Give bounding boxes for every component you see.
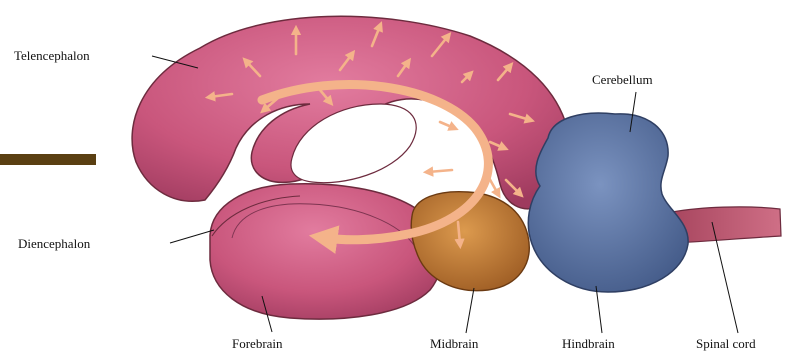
label-midbrain: Midbrain [430, 336, 479, 351]
label-forebrain: Forebrain [232, 336, 283, 351]
label-telencephalon: Telencephalon [14, 48, 90, 63]
label-hindbrain: Hindbrain [562, 336, 615, 351]
growth-arrow [440, 122, 454, 128]
label-spinal-cord: Spinal cord [696, 336, 756, 351]
accent-bar [0, 154, 96, 165]
hindbrain-shape [528, 113, 688, 292]
leader-line-midbrain [466, 288, 474, 333]
leader-line-hindbrain [596, 286, 602, 333]
diencephalon-shape [210, 184, 442, 319]
growth-arrow [428, 170, 452, 172]
label-diencephalon: Diencephalon [18, 236, 91, 251]
label-cerebellum: Cerebellum [592, 72, 653, 87]
leader-line-diencephalon [170, 230, 214, 243]
